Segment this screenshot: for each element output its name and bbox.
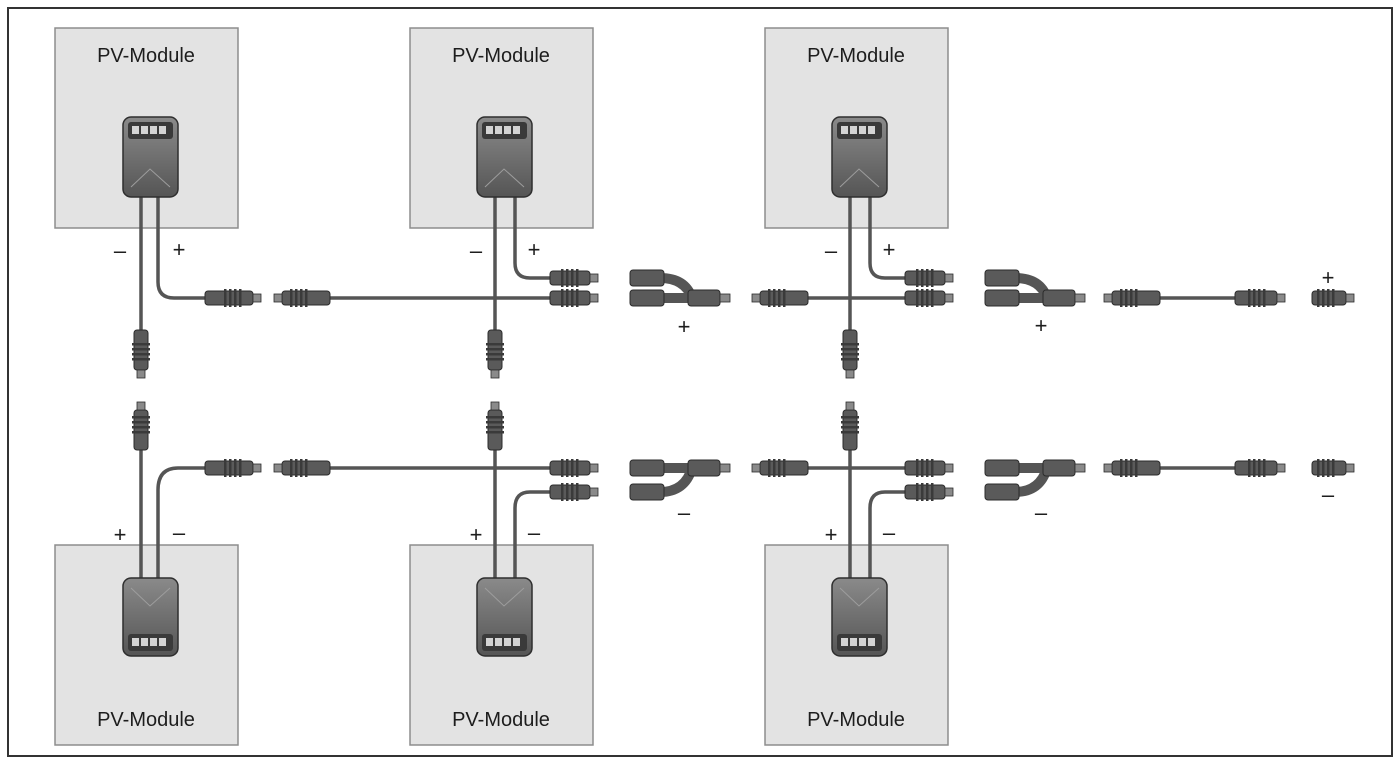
branch-polarity-label: + bbox=[678, 314, 691, 339]
connectors bbox=[132, 269, 1355, 501]
polarity-label-plus: + bbox=[528, 237, 541, 262]
positive-lead-cable bbox=[156, 196, 212, 300]
y-branch-connector bbox=[629, 269, 731, 307]
mc4-connector bbox=[273, 459, 331, 477]
mc4-connector bbox=[751, 289, 809, 307]
junction-box bbox=[122, 577, 179, 657]
pv-module-label: PV-Module bbox=[807, 45, 905, 67]
mc4-connector bbox=[549, 269, 599, 287]
mc4-connector bbox=[751, 459, 809, 477]
pv-module-label: PV-Module bbox=[97, 709, 195, 731]
mc4-connector bbox=[904, 269, 954, 287]
junction-box bbox=[476, 577, 533, 657]
mc4-connector bbox=[1234, 289, 1286, 307]
polarity-label-plus: + bbox=[825, 522, 838, 547]
y-branch-connector bbox=[984, 269, 1086, 307]
mc4-connector bbox=[841, 401, 859, 451]
mc4-connector bbox=[486, 401, 504, 451]
pv-module-label: PV-Module bbox=[97, 45, 195, 67]
mc4-connector bbox=[1234, 459, 1286, 477]
branch-polarity-label: + bbox=[1035, 313, 1048, 338]
output-connector bbox=[1311, 459, 1355, 477]
mc4-connector bbox=[1103, 289, 1161, 307]
mc4-connector bbox=[1103, 459, 1161, 477]
positive-lead-cable bbox=[513, 196, 560, 280]
polarity-label-minus: – bbox=[528, 520, 541, 545]
junction-box bbox=[476, 116, 533, 198]
diagram-frame bbox=[7, 7, 1393, 757]
polarity-label-minus: – bbox=[883, 520, 896, 545]
mc4-connector bbox=[486, 329, 504, 379]
pv-module-label: PV-Module bbox=[452, 45, 550, 67]
mc4-connector bbox=[841, 329, 859, 379]
junction-boxes-top bbox=[122, 116, 888, 198]
negative-lead-cable bbox=[156, 466, 212, 584]
polarity-label-minus: – bbox=[173, 520, 186, 545]
mc4-connector bbox=[549, 459, 599, 477]
negative-lead-cable bbox=[868, 490, 915, 584]
junction-box bbox=[831, 577, 888, 657]
y-branch-connector bbox=[629, 459, 731, 501]
mc4-connector bbox=[904, 459, 954, 477]
output-negative-label: – bbox=[1322, 482, 1335, 507]
output-positive-label: + bbox=[1322, 265, 1335, 290]
polarity-label-plus: + bbox=[883, 237, 896, 262]
junction-box bbox=[122, 116, 179, 198]
polarity-label-minus: – bbox=[825, 238, 838, 263]
branch-polarity-label: – bbox=[1035, 500, 1048, 525]
mc4-connector bbox=[132, 401, 150, 451]
junction-boxes-bottom bbox=[122, 577, 888, 657]
mc4-connector bbox=[204, 289, 262, 307]
branch-polarity-label: – bbox=[678, 500, 691, 525]
polarity-label-minus: – bbox=[470, 238, 483, 263]
mc4-connector bbox=[132, 329, 150, 379]
mc4-connector bbox=[904, 289, 954, 307]
mc4-connector bbox=[549, 483, 599, 501]
positive-lead-cable bbox=[868, 196, 915, 280]
pv-module-label: PV-Module bbox=[452, 709, 550, 731]
polarity-label-plus: + bbox=[173, 237, 186, 262]
polarity-label-plus: + bbox=[114, 522, 127, 547]
negative-lead-cable bbox=[513, 490, 560, 584]
polarity-label-plus: + bbox=[470, 522, 483, 547]
polarity-label-minus: – bbox=[114, 238, 127, 263]
mc4-connector bbox=[904, 483, 954, 501]
mc4-connector bbox=[204, 459, 262, 477]
output-connector bbox=[1311, 289, 1355, 307]
y-branch-connector bbox=[984, 459, 1086, 501]
pv-module-label: PV-Module bbox=[807, 709, 905, 731]
junction-box bbox=[831, 116, 888, 198]
mc4-connector bbox=[549, 289, 599, 307]
cables bbox=[139, 196, 1242, 584]
mc4-connector bbox=[273, 289, 331, 307]
